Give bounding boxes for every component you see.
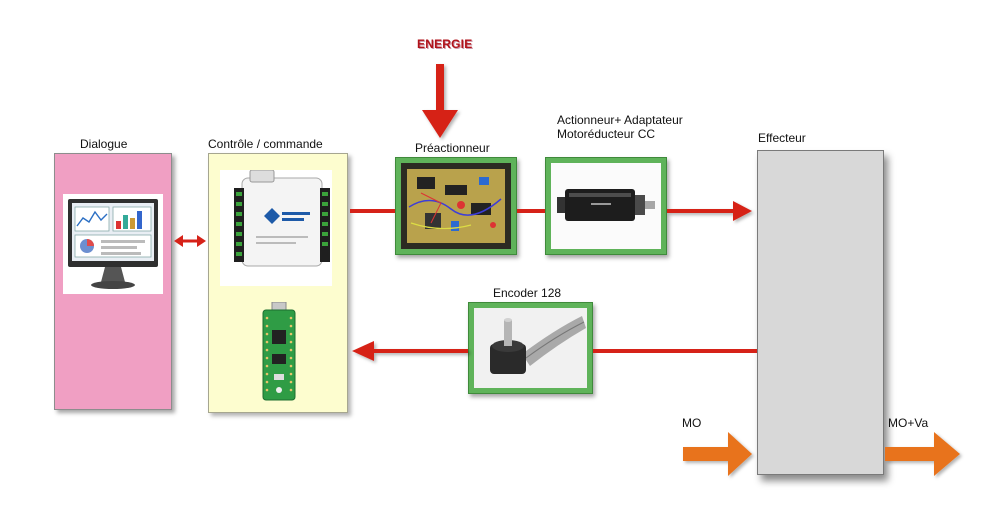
input-flow-label: MO	[682, 416, 702, 430]
microcontroller-board-icon	[262, 302, 296, 401]
control-block	[208, 153, 348, 413]
effector-block	[757, 150, 884, 475]
daq-device-icon	[220, 170, 332, 286]
dialogue-block	[54, 153, 172, 410]
preactuator-block	[395, 157, 517, 255]
rotary-encoder-icon	[474, 308, 587, 388]
encoder-to-control-arrow	[352, 341, 468, 361]
energy-label: ENERGIE	[417, 37, 473, 51]
preactuator-label: Préactionneur	[415, 141, 490, 155]
energy-arrow	[422, 64, 458, 138]
dialogue-control-double-arrow	[174, 235, 206, 247]
circuit-board-icon	[401, 163, 511, 249]
actuator-label-line1: Actionneur+ Adaptateur	[557, 113, 683, 127]
encoder-label: Encoder 128	[493, 286, 562, 300]
dialogue-label: Dialogue	[80, 137, 128, 151]
output-flow-label: MO+Va	[888, 416, 929, 430]
matter-input-arrow	[683, 432, 752, 476]
effector-label: Effecteur	[758, 131, 806, 145]
actuator-label-line2: Motoréducteur CC	[557, 127, 656, 141]
encoder-block	[468, 302, 593, 394]
actuator-to-effector-arrow	[667, 201, 752, 221]
actuator-block	[545, 157, 667, 255]
dc-motor-icon	[551, 163, 661, 249]
monitor-icon	[63, 194, 163, 294]
matter-output-arrow	[885, 432, 960, 476]
control-label: Contrôle / commande	[208, 137, 323, 151]
